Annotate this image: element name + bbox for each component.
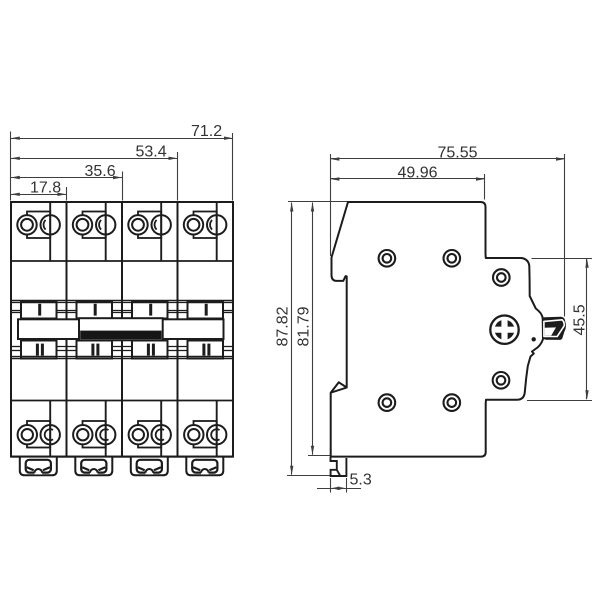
svg-text:17.8: 17.8 xyxy=(30,179,61,196)
svg-text:45.5: 45.5 xyxy=(572,304,589,335)
svg-text:71.2: 71.2 xyxy=(191,123,222,140)
svg-text:53.4: 53.4 xyxy=(136,144,167,161)
svg-text:87.82: 87.82 xyxy=(275,306,292,346)
svg-text:49.96: 49.96 xyxy=(398,165,438,182)
svg-text:81.79: 81.79 xyxy=(296,306,313,346)
svg-text:75.55: 75.55 xyxy=(438,145,478,162)
svg-text:35.6: 35.6 xyxy=(85,163,116,180)
svg-text:5.3: 5.3 xyxy=(350,472,372,489)
